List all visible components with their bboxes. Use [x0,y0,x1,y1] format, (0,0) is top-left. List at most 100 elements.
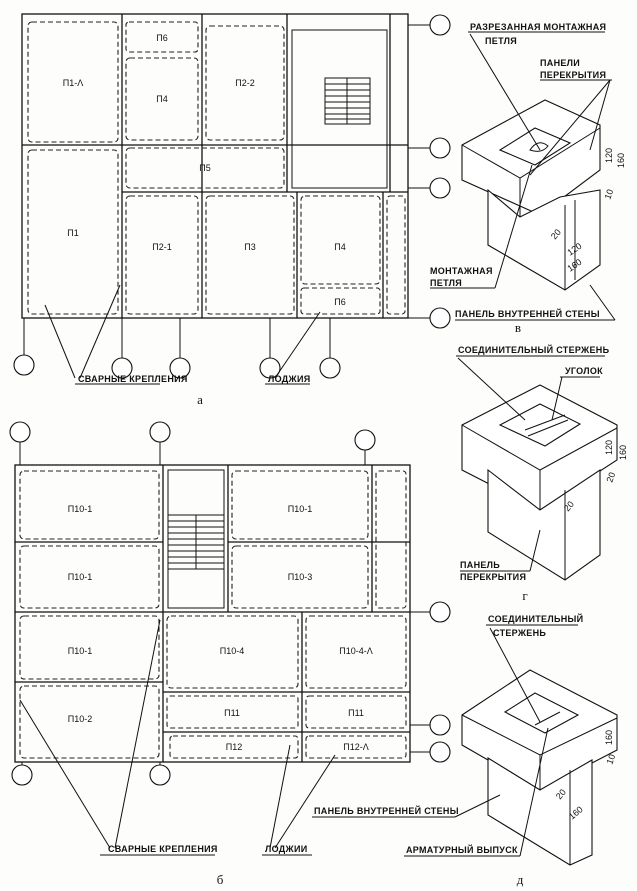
panel [27,21,119,143]
panel [205,195,295,315]
mounting-loop-icon [529,142,549,152]
panel-label: П10-4 [220,646,244,656]
dim: 120 [604,148,614,163]
panel [166,615,299,689]
axis-bubbles [13,14,451,379]
inner-wall-panel-label: ПАНЕЛЬ ВНУТРЕННЕЙ СТЕНЫ [455,308,600,319]
mounting-loop-label-2: ПЕТЛЯ [430,278,462,288]
stairwell [291,29,388,189]
panel [19,685,160,759]
plan-a: П6 П1-Λ П4 П2-2 П5 П1 П2-1 П3 П4 П6 СВАР… [13,13,451,407]
loggias-label: ЛОДЖИИ [265,844,307,854]
floor-panels-label-2: ПЕРЕКРЫТИЯ [540,70,606,80]
welds-label: СВАРНЫЕ КРЕПЛЕНИЯ [78,374,188,384]
caption-d: д [517,872,524,887]
detail-d: СОЕДИНИТЕЛЬНЫЙ СТЕРЖЕНЬ ПАНЕЛЬ ВНУТРЕННЕ… [312,613,618,887]
wall-panel-block [487,468,601,581]
panel [125,195,199,315]
wall-panel-block [487,757,593,866]
loggia-label: ЛОДЖИЯ [268,374,310,384]
staircase-icon [167,469,225,609]
dim: 20 [549,227,563,241]
axis-bubbles [9,421,451,786]
panel [125,21,199,53]
caption-g: г [522,588,527,603]
caption-a: а [197,392,203,407]
panel [375,470,407,609]
mounting-loop-label-1: МОНТАЖНАЯ [430,266,493,276]
panel-label: П4 [156,94,167,104]
cut-loop-label-1: РАЗРЕЗАННАЯ МОНТАЖНАЯ [470,22,606,32]
caption-v: в [515,320,521,335]
dim: 20 [554,787,568,801]
detail-v: РАЗРЕЗАННАЯ МОНТАЖНАЯ ПЕТЛЯ ПАНЕЛИ ПЕРЕК… [430,22,626,335]
panel [231,470,369,540]
rebar-outlet-label: АРМАТУРНЫЙ ВЫПУСК [406,844,518,855]
cut-loop-label-2: ПЕТЛЯ [485,36,517,46]
panel-label: П10-2 [68,714,92,724]
inner-wall-panel-label: ПАНЕЛЬ ВНУТРЕННЕЙ СТЕНЫ [314,805,459,816]
panel-label: П10-1 [288,504,312,514]
panel [300,287,381,315]
panel-label: П12 [226,742,242,752]
panel [19,545,160,609]
panel [169,735,299,759]
floor-panel-label-1: ПАНЕЛЬ [460,560,500,570]
panel-label: П10-1 [68,572,92,582]
dim: 120 [604,440,614,455]
panel-label: П10-3 [288,572,312,582]
panel-label: П4 [334,242,345,252]
panel-label: П11 [348,708,364,718]
connecting-rod [534,711,561,726]
dim: 10 [604,753,617,766]
panel [125,147,285,189]
detail-g: СОЕДИНИТЕЛЬНЫЙ СТЕРЖЕНЬ УГОЛОК ПАНЕЛЬ ПЕ… [456,344,628,603]
panel-label: П3 [244,242,255,252]
panel-label: П10-1 [68,646,92,656]
rod-label-1: СОЕДИНИТЕЛЬНЫЙ [488,613,583,624]
angle-steel [524,414,566,431]
panel [305,735,407,759]
angle-label: УГОЛОК [565,366,603,376]
plan-b-outline [14,464,411,763]
plan-a-outline [21,13,409,319]
dim: 20 [604,471,617,484]
panel-label: П2-1 [152,242,171,252]
joint-pocket [503,692,580,734]
welds-label: СВАРНЫЕ КРЕПЛЕНИЯ [108,844,218,854]
panel-label: П10-1 [68,504,92,514]
panel [125,57,199,141]
floor-panel-block [461,384,618,511]
floor-panels-label-1: ПАНЕЛИ [540,58,580,68]
rod-label: СОЕДИНИТЕЛЬНЫЙ СТЕРЖЕНЬ [458,344,610,355]
panel [19,615,160,680]
panel [300,195,381,285]
joint-pocket [498,127,572,166]
panel-label: П1 [67,228,78,238]
rod-label-2: СТЕРЖЕНЬ [493,628,546,638]
panel [305,695,407,729]
dim: 20 [562,499,576,513]
panel [386,195,406,315]
floor-panel-label-2: ПЕРЕКРЫТИЯ [460,572,526,582]
panel [27,149,119,315]
panel-label: П6 [156,33,167,43]
panel [305,615,407,689]
panel-label: П5 [199,163,210,173]
wall-panel-block [487,188,601,291]
panel [231,545,369,609]
panel [205,25,285,141]
panel-label: П6 [334,297,345,307]
panel-label: П1-Λ [63,78,83,88]
dim: 10 [602,188,615,201]
caption-b: б [217,872,224,887]
staircase-icon [324,77,371,125]
panel-label: П11 [224,708,240,718]
dim: 160 [618,445,628,460]
dim: 160 [604,730,614,745]
dim: 160 [616,153,626,168]
panel-label: П12-Λ [343,742,369,752]
panel [19,470,160,540]
